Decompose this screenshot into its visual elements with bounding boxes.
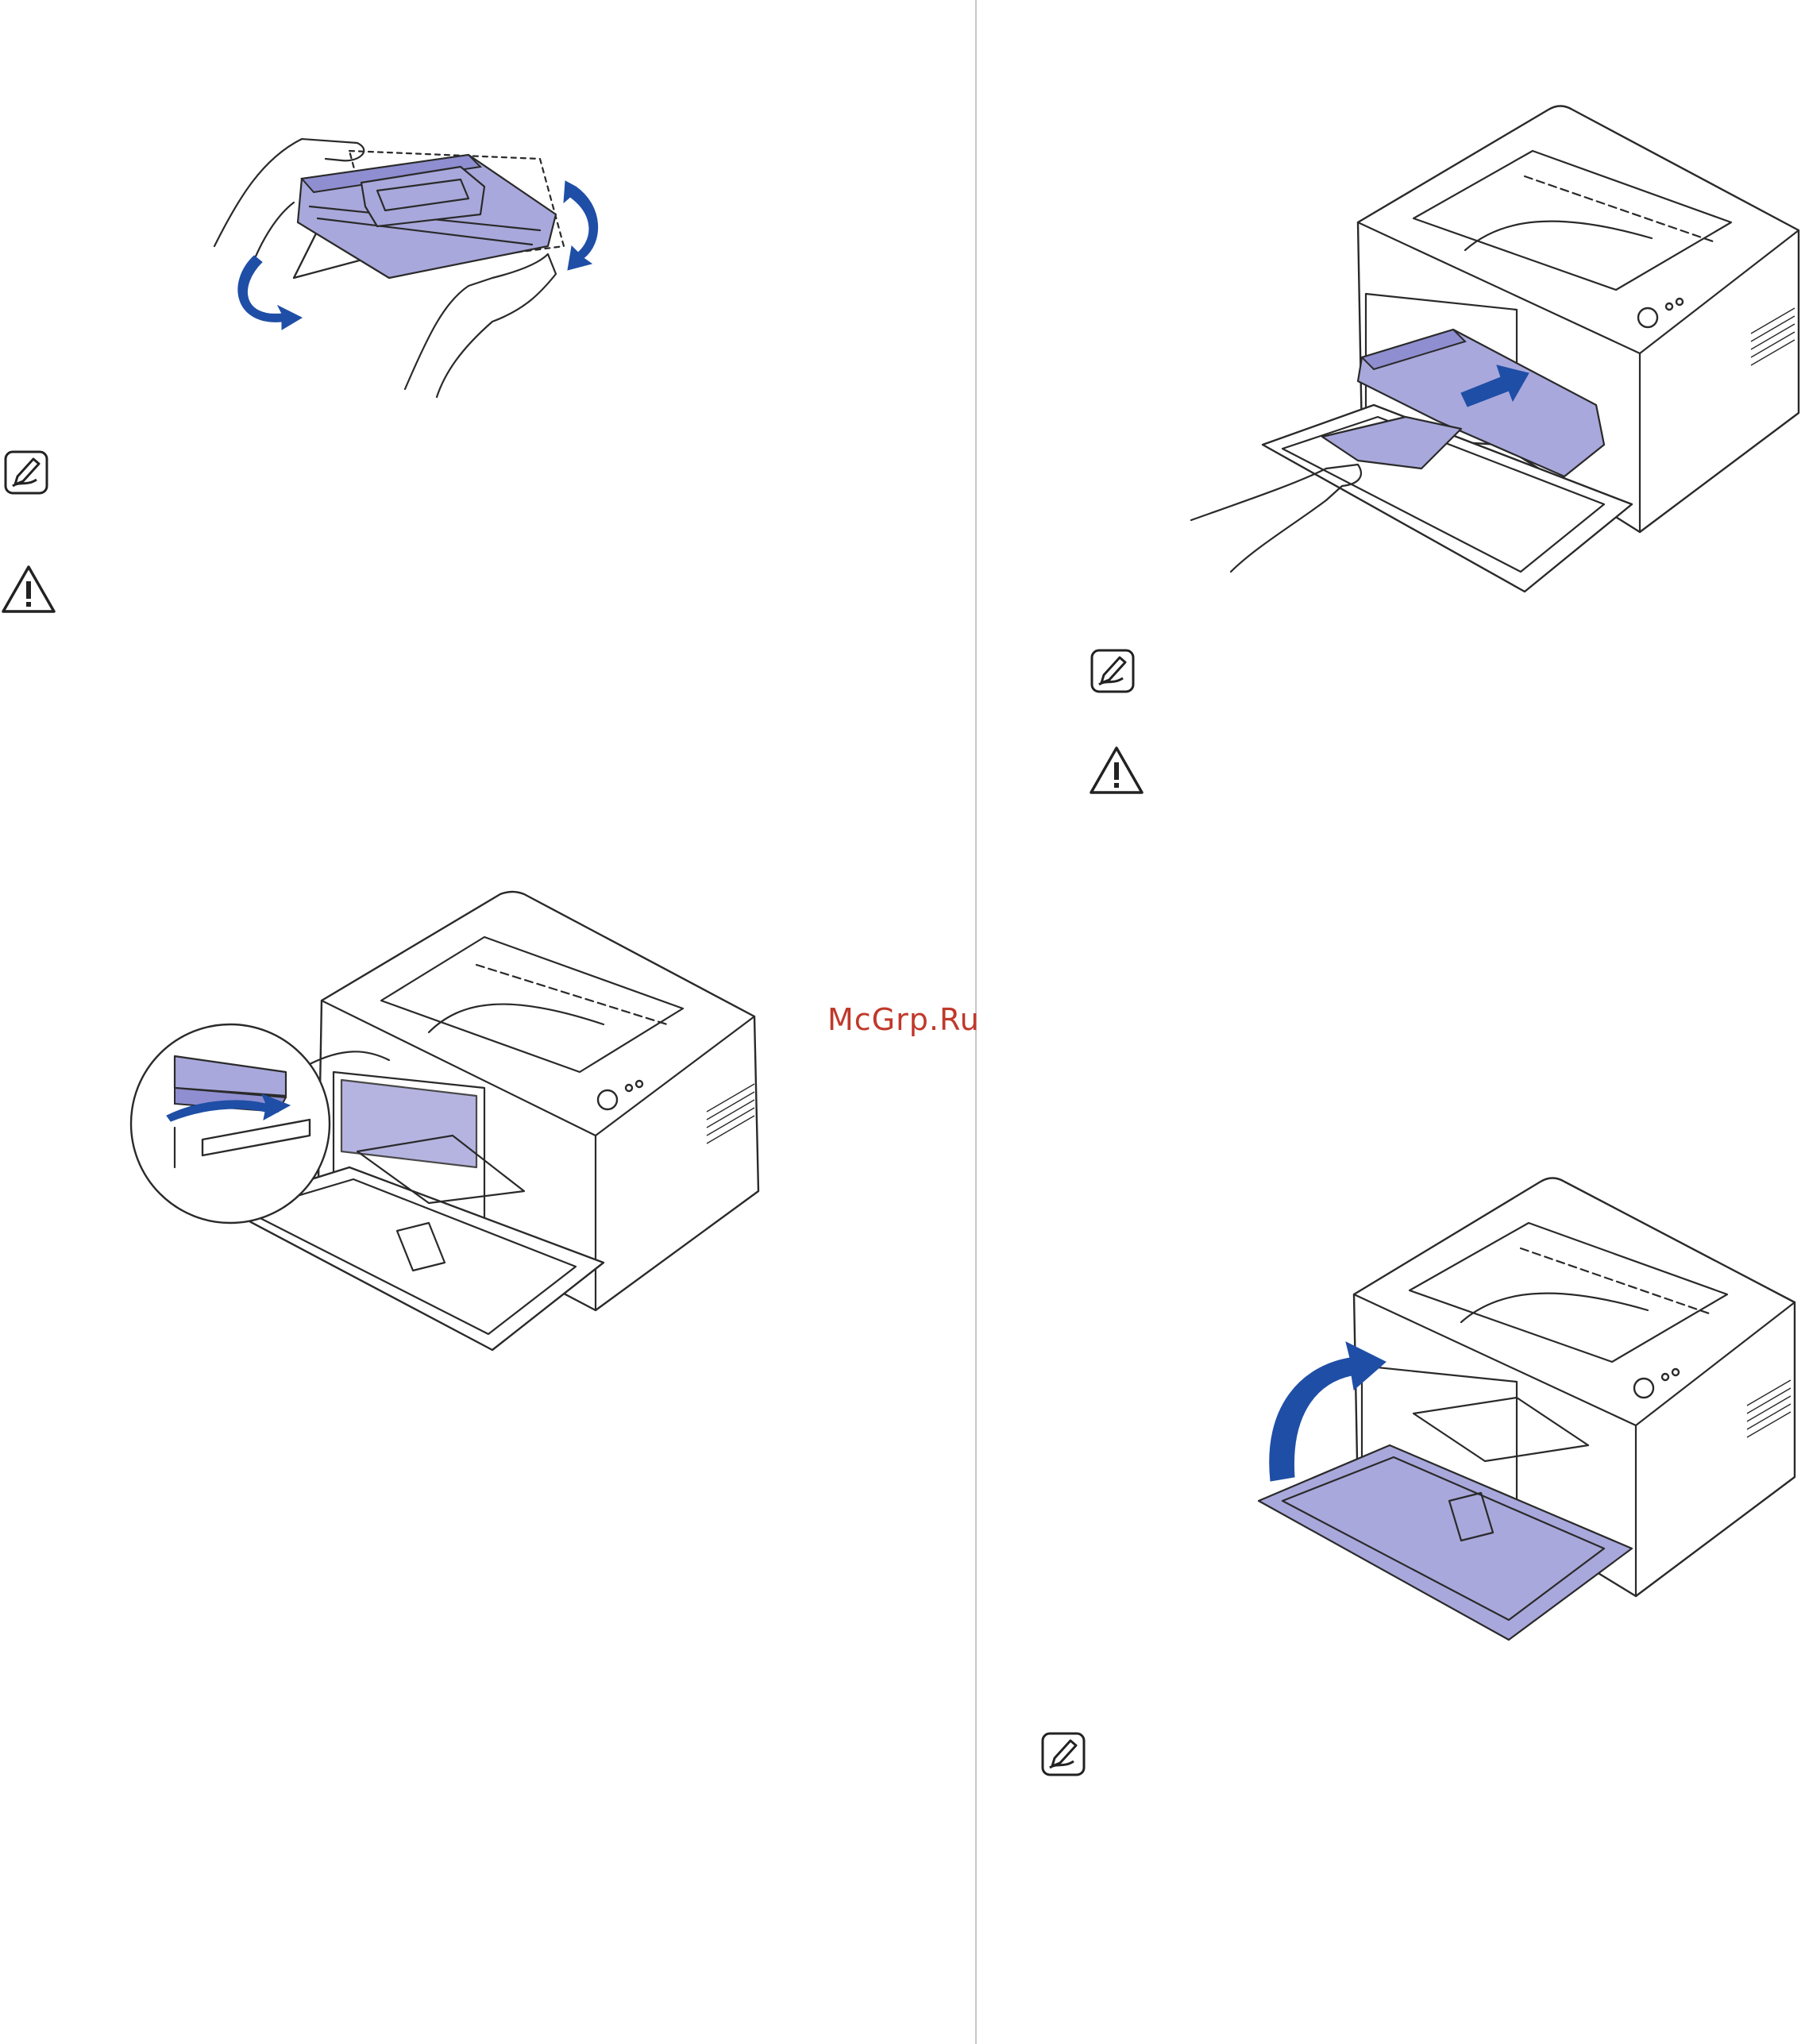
printer-open-cover-illustration xyxy=(129,890,760,1352)
note-icon xyxy=(4,450,48,495)
warning-icon xyxy=(2,565,56,613)
cartridge-shake-illustration xyxy=(213,137,599,399)
note-icon xyxy=(1090,649,1135,693)
close-cover-illustration xyxy=(1257,1177,1796,1641)
warning-icon xyxy=(1090,746,1144,794)
insert-cartridge-illustration xyxy=(1190,105,1800,593)
note-icon xyxy=(1041,1732,1086,1776)
watermark: McGrp.Ru xyxy=(827,1002,980,1037)
column-divider xyxy=(975,0,977,2044)
